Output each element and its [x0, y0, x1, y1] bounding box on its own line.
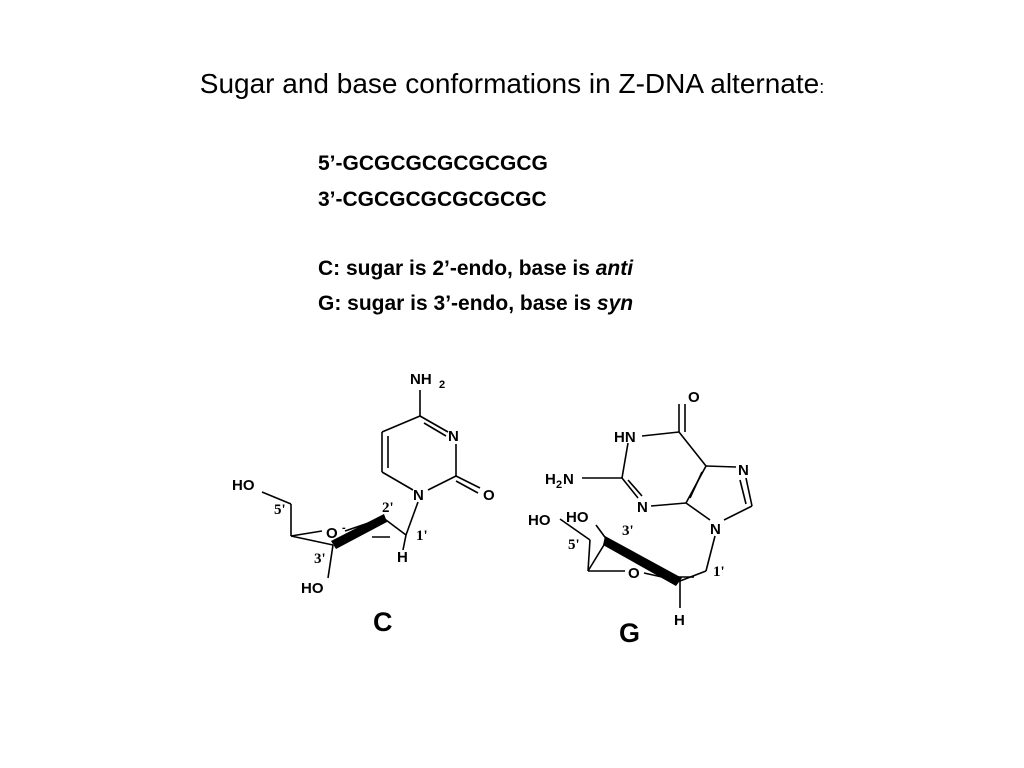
c-nh-label: NH	[410, 371, 432, 388]
c-c1-h-bond	[402, 534, 407, 551]
c-ho3-label: HO	[301, 580, 324, 597]
g-conformation-emph: syn	[596, 292, 634, 315]
g-h2n-n-label: N	[563, 471, 574, 488]
c-conformation-emph: anti	[595, 257, 634, 280]
g-ho3-label: HO	[566, 509, 589, 526]
c-c2-n1-bond	[427, 475, 457, 491]
g-c5-c4-bond	[587, 539, 591, 572]
c-carbonyl-bond	[455, 475, 481, 489]
g-sugar-wedge-bond	[603, 536, 682, 586]
g-c2-n3-double	[627, 479, 643, 497]
slide-title-text: Sugar and base conformations in Z-DNA al…	[199, 68, 820, 99]
g-n7-c8-double	[739, 479, 747, 505]
g-ho5-bond	[559, 518, 591, 541]
g-c5-n7-bond	[705, 465, 737, 468]
cytidine-structure	[261, 390, 481, 579]
guanosine-labels: O HN H 2 N N N N HO HO O H 3' 5' 1' G	[528, 389, 749, 648]
g-carbonyl-o-label: O	[688, 389, 700, 406]
g-h2n-subscript: 2	[556, 479, 562, 491]
g-c6-c5-bond	[678, 431, 707, 467]
g-n7-c8-bond	[745, 477, 753, 507]
c-ho5-bond	[261, 491, 292, 505]
g-pos-1prime: 1'	[713, 564, 725, 580]
c-n3-label: N	[448, 428, 459, 445]
c-glycosidic-bond	[405, 501, 419, 536]
sequence-strand-1: 5’-GCGCGCGCGCGCG	[318, 152, 548, 175]
g-c4-c5-double	[689, 471, 703, 499]
c-carbonyl-double	[455, 480, 479, 494]
g-conformation-line: G: sugar is 3’-endo, base is syn	[318, 292, 633, 316]
c-structure-label: C	[373, 607, 393, 637]
c-c3-o3-bond	[327, 544, 334, 579]
g-h-label: H	[674, 612, 685, 629]
g-c4-n9-bond	[685, 502, 711, 521]
cytidine-labels: NH 2 N N O HO O - H HO 5' 3' 2' 1' C	[232, 371, 495, 637]
c-c5-c4-bond	[381, 415, 421, 433]
g-n1-c6-bond	[641, 431, 680, 437]
g-n9-label: N	[710, 521, 721, 538]
c-sugar-wedge-bond	[331, 514, 387, 549]
g-ho5-label: HO	[528, 512, 551, 529]
g-structure-label: G	[619, 618, 640, 648]
c-c4-n3-bond	[419, 415, 449, 433]
c-pos-3prime: 3'	[314, 551, 326, 567]
c-carbonyl-o-label: O	[483, 487, 495, 504]
c-c4-c3-bond	[290, 535, 334, 546]
g-pos-5prime: 5'	[568, 537, 580, 553]
slide-title-colon: :	[819, 77, 825, 97]
c-c4-o4-bond	[290, 530, 323, 537]
g-conformation-text: G: sugar is 3’-endo, base is	[318, 292, 597, 315]
c-o4-superscript: -	[342, 522, 346, 534]
g-n1-c2-bond	[621, 442, 629, 479]
g-n3-label: N	[637, 499, 648, 516]
g-c1-c2-bond	[679, 570, 707, 582]
g-hn-label: HN	[614, 429, 636, 446]
g-n3-c4-bond	[650, 502, 687, 507]
c-pos-1prime: 1'	[416, 528, 428, 544]
c-nh-subscript: 2	[439, 379, 445, 391]
c-ho5-label: HO	[232, 477, 255, 494]
c-n1-label: N	[413, 487, 424, 504]
slide-title: Sugar and base conformations in Z-DNA al…	[0, 68, 1024, 100]
c-pos-2prime: 2'	[382, 500, 394, 516]
c-h-label: H	[397, 549, 408, 566]
g-o4-label: O	[628, 565, 640, 582]
c-n1-c6-bond	[381, 471, 414, 491]
c-conformation-text: C: sugar is 2’-endo, base is	[318, 257, 596, 280]
g-n7-label: N	[738, 462, 749, 479]
c-o4-label: O	[326, 525, 338, 542]
g-pos-3prime: 3'	[622, 523, 634, 539]
g-c2-n3-bond	[621, 477, 639, 499]
c-c4-n3-double	[423, 422, 447, 437]
sequence-strand-2: 3’-CGCGCGCGCGCGC	[318, 188, 547, 211]
g-glycosidic-bond	[705, 535, 716, 572]
g-h2n-h-label: H	[545, 471, 556, 488]
c-conformation-line: C: sugar is 2’-endo, base is anti	[318, 257, 633, 281]
g-c8-n9-bond	[723, 505, 753, 521]
c-pos-5prime: 5'	[274, 502, 286, 518]
